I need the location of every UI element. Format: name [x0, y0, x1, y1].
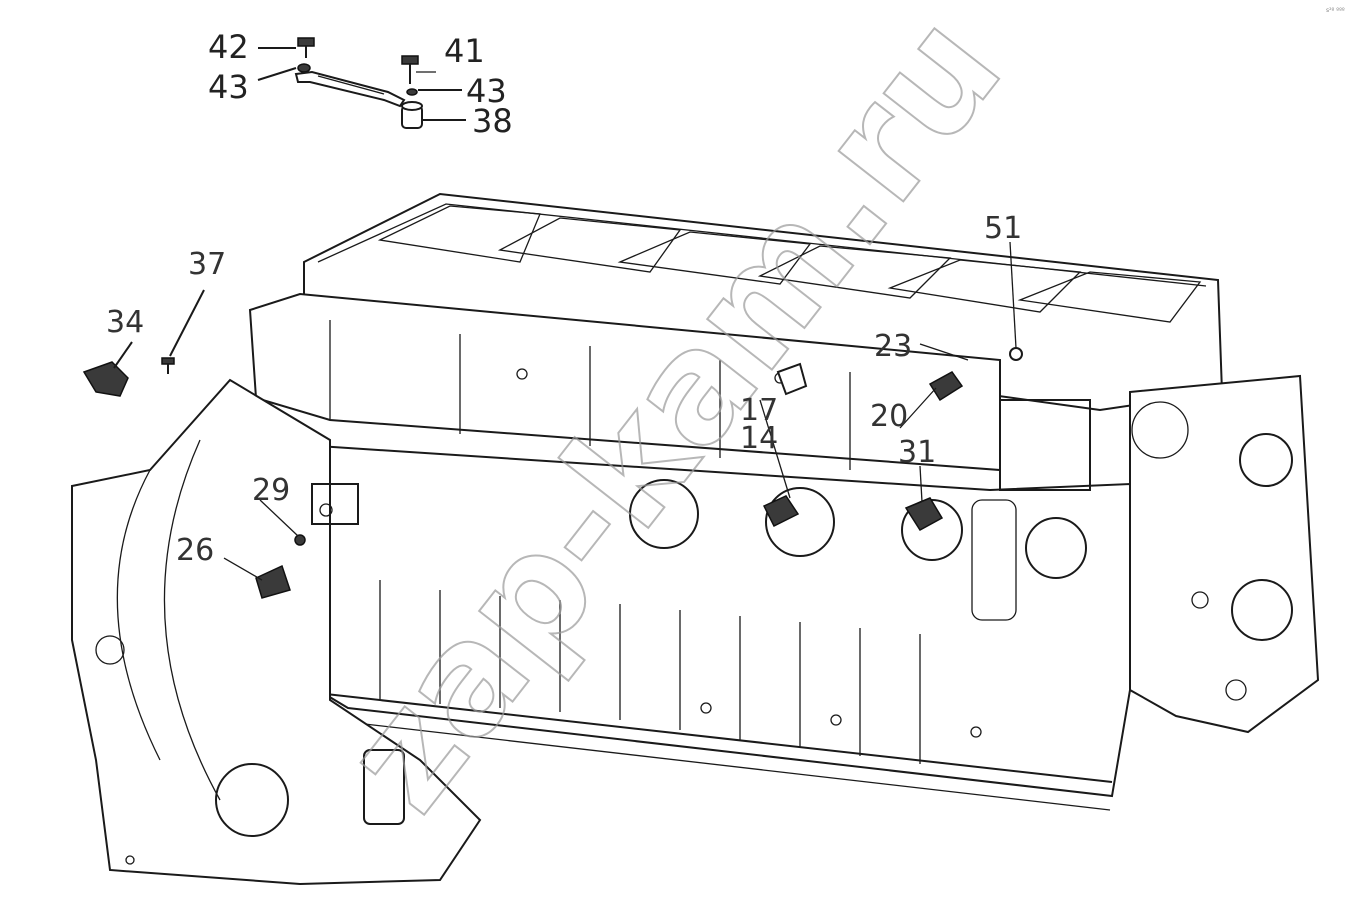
callout-17: 17: [740, 393, 778, 428]
callout-14: 14: [740, 421, 778, 456]
callout-37: 37: [188, 247, 226, 282]
sensor-34-icon: [82, 361, 129, 397]
washer-43b-icon: [406, 88, 418, 96]
front-seal-1: [1239, 433, 1293, 487]
valve-cover-sections: [377, 205, 1202, 323]
side-port-2: [765, 487, 835, 557]
callout-41: 41: [444, 32, 485, 70]
inspection-cover: [363, 749, 405, 825]
bolt-42-icon: [297, 37, 315, 47]
callout-labels: 42 43 41 43 38 37 34 51 23 17 14 20 31 2…: [106, 28, 1022, 568]
sensor-20-icon: [928, 371, 964, 402]
callout-38: 38: [472, 102, 513, 140]
sensor-26-icon: [255, 564, 291, 599]
exploded-bracket-parts: [257, 37, 466, 129]
front-seal-2: [1231, 579, 1293, 641]
sensor-14-icon: [762, 495, 800, 528]
starter-opening: [215, 763, 289, 837]
flywheel-housing: [71, 378, 482, 886]
callout-26: 26: [176, 533, 214, 568]
sensor-17-icon: [776, 362, 808, 396]
callout-29: 29: [252, 473, 290, 508]
side-port-4: [1025, 517, 1087, 579]
callout-23: 23: [874, 329, 912, 364]
side-port-1: [629, 479, 699, 549]
callout-42: 42: [208, 28, 249, 66]
timing-cover: [1129, 374, 1320, 734]
callout-43a: 43: [208, 68, 249, 106]
callout-43b: 43: [466, 72, 507, 110]
screw-37-icon: [161, 357, 175, 365]
thermostat-housing: [999, 399, 1091, 491]
mount-bracket: [311, 483, 359, 525]
callout-20: 20: [870, 399, 908, 434]
bracket-strip: [294, 70, 406, 108]
loose-sensor-parts: [82, 289, 205, 397]
callout-34: 34: [106, 305, 144, 340]
engine-block: [71, 192, 1320, 886]
callout-31: 31: [898, 435, 936, 470]
washer-43-icon: [297, 63, 311, 73]
corner-mark: s²º ººº: [1326, 7, 1345, 14]
bolt-41-icon: [401, 55, 419, 65]
plug-29-icon: [294, 534, 306, 546]
callout-51: 51: [984, 211, 1022, 246]
